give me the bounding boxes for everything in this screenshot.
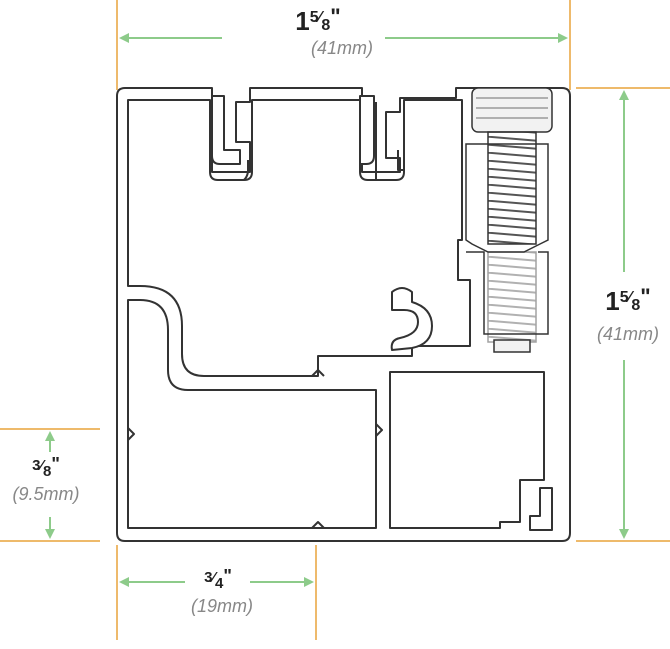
right-denominator: 8 — [631, 297, 640, 314]
notch-left — [127, 427, 135, 441]
top-unit: " — [330, 4, 340, 29]
top-numerator: 5 — [310, 9, 319, 26]
screw-boss — [390, 287, 433, 351]
dimension-label-bottom: 3⁄4" (19mm) — [191, 566, 253, 616]
lower-right-compartment — [389, 371, 545, 529]
dimension-label-left: 3⁄8" (9.5mm) — [13, 454, 80, 504]
channel-profile — [116, 87, 571, 542]
dimension-label-top: 15⁄8" (41mm) — [295, 4, 373, 58]
bolt-retainer — [465, 143, 549, 253]
bolt-head — [471, 87, 553, 133]
lower-left-compartment — [127, 299, 377, 529]
left-metric: (9.5mm) — [13, 484, 80, 504]
right-whole: 1 — [605, 286, 619, 316]
bolt — [465, 87, 553, 353]
bolt-lower-jaw — [466, 251, 549, 335]
dimension-label-right: 15⁄8" (41mm) — [597, 284, 659, 344]
bottom-unit: " — [223, 566, 232, 586]
svg-text:15⁄8": 15⁄8" — [605, 284, 650, 316]
top-metric: (41mm) — [311, 38, 373, 58]
bolt-tip — [493, 339, 531, 353]
top-whole: 1 — [295, 6, 309, 36]
left-unit: " — [51, 454, 60, 474]
left-numerator: 3 — [32, 457, 40, 474]
bottom-numerator: 3 — [204, 569, 212, 586]
top-denominator: 8 — [321, 17, 330, 34]
t-slot-top-left — [211, 95, 241, 165]
t-slot-top-right — [359, 95, 375, 165]
notch-center — [375, 423, 383, 437]
dimension-arrows — [45, 33, 629, 587]
left-denominator: 8 — [43, 463, 51, 480]
svg-text:3⁄4": 3⁄4" — [204, 566, 232, 592]
bottom-metric: (19mm) — [191, 596, 253, 616]
corner-hook — [529, 487, 553, 531]
bolt-shaft-lower — [487, 251, 537, 343]
profile-outer-wall — [116, 87, 571, 542]
right-numerator: 5 — [620, 289, 629, 306]
right-unit: " — [640, 284, 650, 309]
svg-text:3⁄8": 3⁄8" — [32, 454, 60, 480]
svg-text:15⁄8": 15⁄8" — [295, 4, 340, 36]
bottom-denominator: 4 — [215, 575, 224, 592]
bolt-shaft-upper — [487, 131, 537, 245]
upper-compartment — [127, 99, 471, 377]
notch-bottom — [311, 521, 325, 529]
notch-mid — [311, 369, 325, 377]
right-metric: (41mm) — [597, 324, 659, 344]
